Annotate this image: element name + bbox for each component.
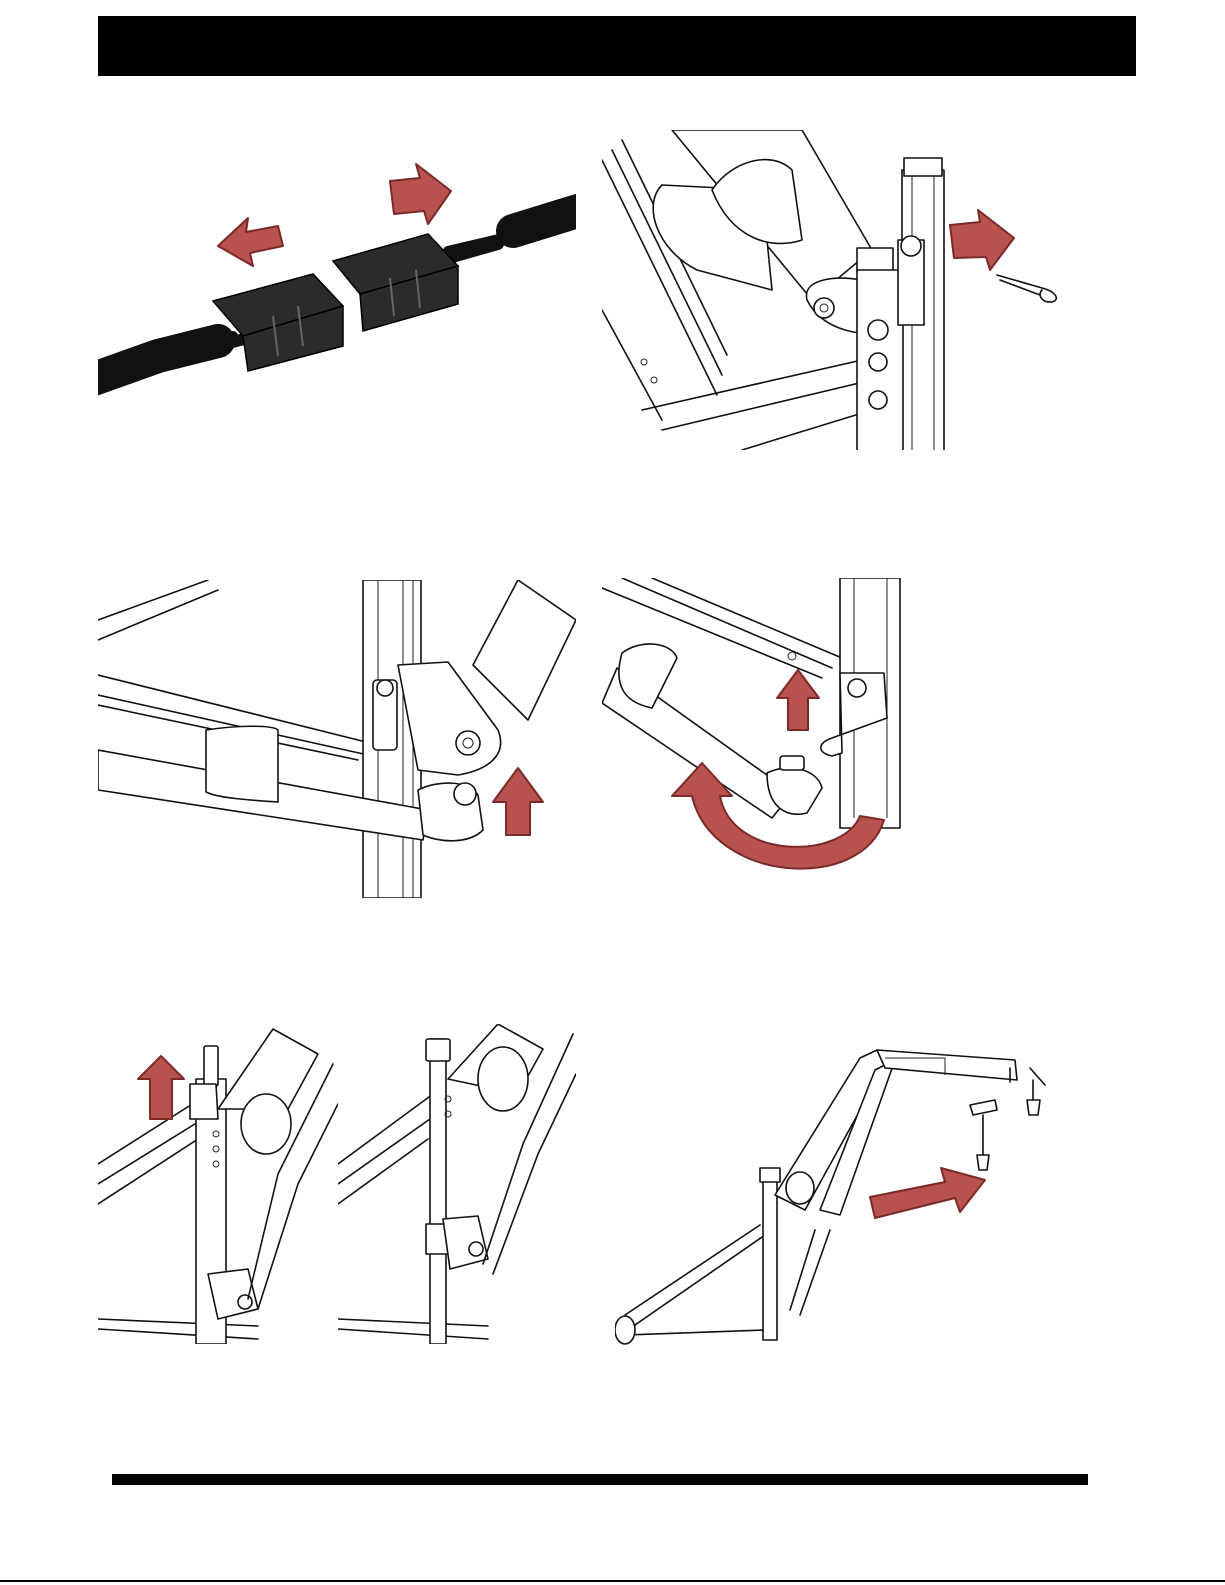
bottom-hairline: [0, 1580, 1225, 1582]
arrow-up-icon: [138, 1056, 184, 1119]
arrow-up-icon: [493, 768, 543, 835]
figure-remove-boom: [615, 1040, 1055, 1346]
figure-rotate-actuator: [602, 578, 902, 890]
arrow-up-icon: [777, 670, 819, 730]
figure-remove-cotter-pin: [602, 130, 1062, 450]
arrow-left-icon: [218, 218, 283, 266]
arrow-right-icon: [390, 164, 451, 224]
header-bar: [98, 16, 1136, 76]
cotter-pin-icon: [997, 275, 1056, 302]
footer-rule: [112, 1474, 1088, 1485]
figure-cable-connector: [98, 156, 576, 400]
arrow-right-icon: [950, 210, 1014, 270]
figure-lift-actuator-pin: [98, 580, 576, 898]
left-connector-plug: [213, 274, 343, 371]
figure-lift-mast: [98, 1024, 338, 1344]
figure-mast-lifted: [338, 1024, 576, 1344]
right-connector-plug: [333, 234, 458, 331]
arrow-right-icon: [870, 1168, 985, 1218]
